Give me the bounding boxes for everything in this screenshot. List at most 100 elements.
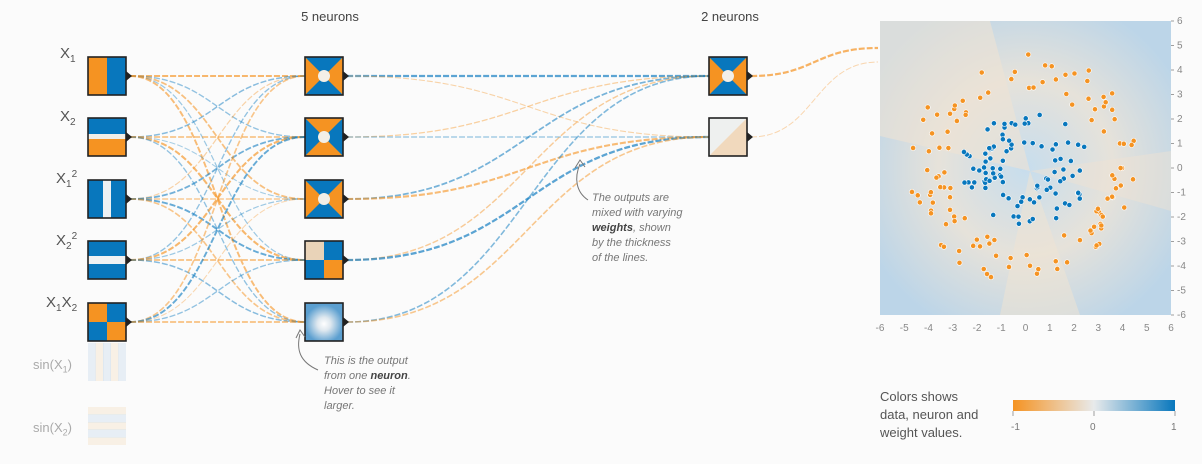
tile-connector [126,194,132,204]
data-point-blue [1026,196,1033,203]
data-point-orange [1088,117,1095,123]
x-tick-label: -5 [900,323,909,334]
data-point-blue [1029,140,1036,147]
weight-link [129,259,306,323]
data-point-blue [990,212,997,218]
data-point-orange [1025,51,1032,58]
data-point-blue [1015,213,1022,220]
data-point-orange [1061,232,1068,239]
tile-q [88,303,107,322]
color-legend-text: Colors shows data, neuron and weight val… [880,389,979,440]
data-point-orange [991,237,998,243]
data-point-orange [1030,84,1037,91]
input-node-x1x2 [87,302,132,342]
data-point-orange [959,97,966,104]
data-point-blue [1052,157,1059,164]
data-point-orange [956,248,963,254]
weight-link [129,135,306,262]
tile-band [110,343,119,381]
data-point-orange [1077,237,1083,244]
x-tick-label: 4 [1120,323,1126,334]
data-point-blue [1038,143,1045,150]
data-point-blue [969,184,975,191]
data-point-orange [1062,71,1069,78]
data-point-orange [1100,128,1107,135]
y-tick-label: -3 [1177,237,1186,248]
data-point-blue [1053,205,1060,212]
input-label-x2: X2 [60,108,76,128]
y-tick-label: 2 [1177,114,1183,125]
data-point-orange [947,185,954,191]
tile-center [722,70,734,82]
data-point-blue [1049,146,1056,153]
input-node-x2-squared [87,240,132,280]
weight-link [129,136,306,200]
data-point-blue [1016,220,1022,227]
tile-tri [728,57,747,95]
data-point-orange [933,174,940,181]
weight-link [129,136,306,323]
data-point-orange [925,148,932,155]
data-point-orange [1117,165,1124,171]
data-point-orange [970,242,977,249]
x-tick-label: -3 [948,323,957,334]
input-label-sin-x2: sin(X2) [33,420,72,438]
data-point-orange [929,130,935,137]
data-point-blue [986,177,993,184]
data-point-blue [982,150,989,157]
data-point-blue [1021,139,1028,146]
y-tick-label: 1 [1177,139,1183,150]
weight-link [129,135,306,262]
weights-annotation-arrow-head [574,159,586,169]
tile-connector [126,255,132,265]
data-point-blue [1065,139,1071,146]
data-point-blue [1081,143,1088,150]
data-point-orange [1048,63,1055,70]
data-point-blue [984,126,991,133]
weight-link [129,198,306,323]
tile-mid [88,134,126,139]
tile-band [88,414,126,423]
data-point-orange [1093,242,1100,249]
data-point-orange [962,111,969,118]
data-point-orange [993,252,999,259]
data-point-orange [914,192,921,199]
data-point-orange [941,243,947,250]
data-point-orange [928,189,934,196]
tile-stripe [103,180,111,218]
data-point-orange [1091,223,1098,230]
data-point-blue [982,158,989,165]
y-tick-label: -1 [1177,188,1186,199]
data-point-blue [1018,198,1025,205]
tile-tri [709,57,728,95]
input-node-x2 [87,117,132,157]
tile-tri [305,180,324,218]
weight-link [129,198,306,323]
data-point-orange [1128,142,1135,148]
data-point-orange [941,169,948,176]
data-point-blue [1031,199,1037,206]
weights-annotation: The outputs are mixed with varying weigh… [592,192,683,264]
colorbar-tick-min: -1 [1011,422,1020,433]
annotation-arrows [295,159,589,371]
data-point-orange [973,236,980,243]
y-tick-label: -4 [1177,261,1186,272]
data-point-orange [980,266,987,272]
data-point-orange [924,167,931,173]
input-label-x1-squared: X12 [56,169,78,190]
data-point-orange [945,145,952,151]
x-tick-label: -4 [924,323,933,334]
data-point-orange [978,69,985,76]
data-point-blue [961,179,968,186]
plot-region [1030,151,1171,211]
data-point-blue [1053,215,1060,222]
layer2-title: 2 neurons [701,9,759,24]
data-point-orange [1006,264,1012,270]
data-point-orange [1007,255,1014,261]
tile-band [95,343,104,381]
tile-bg [88,407,126,445]
tile-tri [324,180,343,218]
data-point-orange [910,145,916,151]
